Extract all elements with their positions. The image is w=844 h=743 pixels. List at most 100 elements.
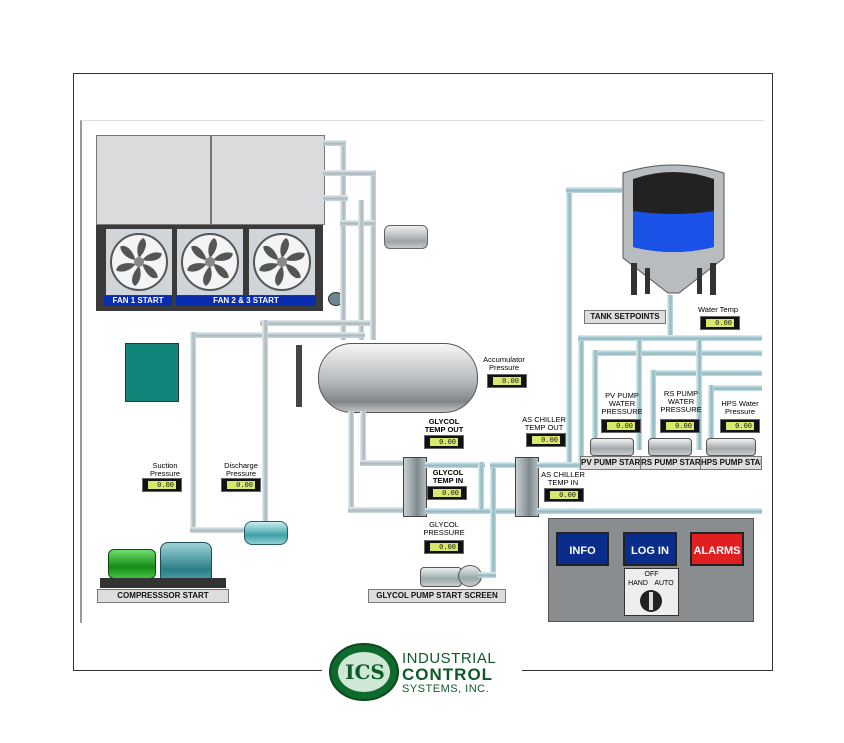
pipe xyxy=(578,335,584,470)
receiver-tank xyxy=(384,225,428,249)
sight-glass xyxy=(296,345,302,407)
pipe xyxy=(348,507,405,513)
accumulator-pressure-display: 0.00 xyxy=(487,374,527,388)
hps-pump-start-button[interactable]: HPS PUMP START xyxy=(700,456,762,470)
pipe xyxy=(360,460,405,466)
pipe xyxy=(348,411,354,511)
fan-2-icon xyxy=(181,233,239,291)
pipe xyxy=(636,340,642,450)
pipe xyxy=(537,508,762,514)
suction-pressure-display: 0.00 xyxy=(142,478,182,492)
discharge-pressure-value: 0.00 xyxy=(227,481,255,489)
pipe xyxy=(708,385,714,450)
hand-off-auto-switch[interactable]: OFF HAND AUTO xyxy=(624,568,679,616)
accumulator-tank xyxy=(318,343,478,413)
pv-pump-pressure-value: 0.00 xyxy=(607,422,635,430)
fan-3[interactable] xyxy=(249,229,315,295)
logo-line-1: INDUSTRIAL xyxy=(402,650,497,667)
condenser-top-panel-left xyxy=(96,135,211,225)
pipe xyxy=(425,508,525,514)
fan-3-icon xyxy=(253,233,311,291)
ics-logo-mark: ICS xyxy=(345,660,385,684)
pipe xyxy=(190,332,196,532)
login-button[interactable]: LOG IN xyxy=(623,532,677,566)
pipe xyxy=(592,350,762,356)
glycol-pump-motor xyxy=(420,567,462,587)
glycol-temp-in-value: 0.00 xyxy=(433,489,461,497)
as-chiller-temp-out-label: AS CHILLER TEMP OUT xyxy=(522,415,566,432)
pipe xyxy=(478,572,496,578)
water-temp-value: 0.00 xyxy=(706,319,734,327)
hps-pump-pressure-label: HPS Water Pressure xyxy=(721,399,759,416)
as-chiller-temp-out-display: 0.00 xyxy=(526,433,566,447)
teal-panel xyxy=(125,343,179,402)
switch-knob-icon xyxy=(640,590,662,612)
rs-pump-pressure-value: 0.00 xyxy=(666,422,694,430)
pipe xyxy=(592,350,598,450)
pipe xyxy=(650,370,762,376)
glycol-temp-out-label: GLYCOL TEMP OUT xyxy=(424,417,464,434)
water-temp-label: Water Temp xyxy=(697,305,738,314)
pipe xyxy=(478,462,484,510)
accumulator-pressure-label: Accumulator Pressure xyxy=(483,355,525,372)
oil-separator xyxy=(244,521,288,545)
pipe xyxy=(262,320,268,525)
pipe xyxy=(490,462,496,577)
discharge-pressure-label: Discharge Pressure xyxy=(224,461,258,478)
glycol-pressure-value: 0.00 xyxy=(430,543,458,551)
fan-1-start-button[interactable]: FAN 1 START xyxy=(104,296,172,306)
pipe xyxy=(360,411,366,466)
glycol-pressure-display: 0.00 xyxy=(424,540,464,554)
discharge-pressure-display: 0.00 xyxy=(221,478,261,492)
logo-line-3: SYSTEMS, INC. xyxy=(402,683,490,695)
compressor-start-button[interactable]: COMPRESSSOR START xyxy=(97,589,229,603)
pipe xyxy=(260,320,375,326)
info-button[interactable]: INFO xyxy=(556,532,609,566)
switch-auto-label: AUTO xyxy=(654,580,674,587)
as-chiller-temp-in-label: AS CHILLER TEMP IN xyxy=(541,470,585,487)
pipe xyxy=(190,332,365,338)
alarms-button[interactable]: ALARMS xyxy=(690,532,744,566)
pipe xyxy=(708,385,762,391)
suction-pressure-value: 0.00 xyxy=(148,481,176,489)
glycol-temp-in-label: GLYCOL TEMP IN xyxy=(432,468,464,485)
pipe xyxy=(370,170,376,240)
switch-hand-label: HAND xyxy=(628,580,648,587)
ics-logo: ICS INDUSTRIAL CONTROL SYSTEMS, INC. xyxy=(322,640,522,704)
compressor-motor xyxy=(108,549,156,579)
pv-pump-start-button[interactable]: PV PUMP START xyxy=(580,456,642,470)
as-chiller-heat-exchanger xyxy=(515,457,539,517)
pipe xyxy=(696,340,702,450)
pipe xyxy=(667,295,673,340)
condenser-top-panel-right xyxy=(211,135,325,225)
as-chiller-temp-in-value: 0.00 xyxy=(550,491,578,499)
accumulator-pressure-value: 0.00 xyxy=(493,377,521,385)
switch-off-label: OFF xyxy=(644,571,659,578)
rs-pump-start-button[interactable]: RS PUMP START xyxy=(640,456,702,470)
pipe xyxy=(323,170,375,176)
compressor-base xyxy=(100,578,226,588)
hps-pump-icon xyxy=(706,438,756,456)
as-chiller-temp-in-display: 0.00 xyxy=(544,488,584,502)
pipe xyxy=(323,140,345,146)
as-chiller-temp-out-value: 0.00 xyxy=(532,436,560,444)
hps-pump-pressure-display: 0.00 xyxy=(720,419,760,433)
pv-pump-pressure-display: 0.00 xyxy=(601,419,641,433)
pipe xyxy=(578,335,762,341)
fan-2-3-start-button[interactable]: FAN 2 & 3 START xyxy=(176,296,316,306)
suction-pressure-label: Suction Pressure xyxy=(149,461,180,478)
glycol-heat-exchanger xyxy=(403,457,427,517)
pipe xyxy=(566,187,622,193)
glycol-pressure-label: GLYCOL PRESSURE xyxy=(423,520,465,537)
fan-1-icon xyxy=(110,233,168,291)
glycol-temp-out-display: 0.00 xyxy=(424,435,464,449)
fan-2[interactable] xyxy=(177,229,243,295)
fan-1[interactable] xyxy=(106,229,172,295)
rs-pump-icon xyxy=(648,438,692,456)
glycol-pump-start-button[interactable]: GLYCOL PUMP START SCREEN xyxy=(368,589,506,603)
pipe xyxy=(340,140,346,340)
pipe xyxy=(490,462,515,468)
pipe xyxy=(425,462,485,468)
pv-pump-pressure-label: PV PUMP WATER PRESSURE xyxy=(601,391,643,416)
tank-setpoints-button[interactable]: TANK SETPOINTS xyxy=(584,310,666,324)
